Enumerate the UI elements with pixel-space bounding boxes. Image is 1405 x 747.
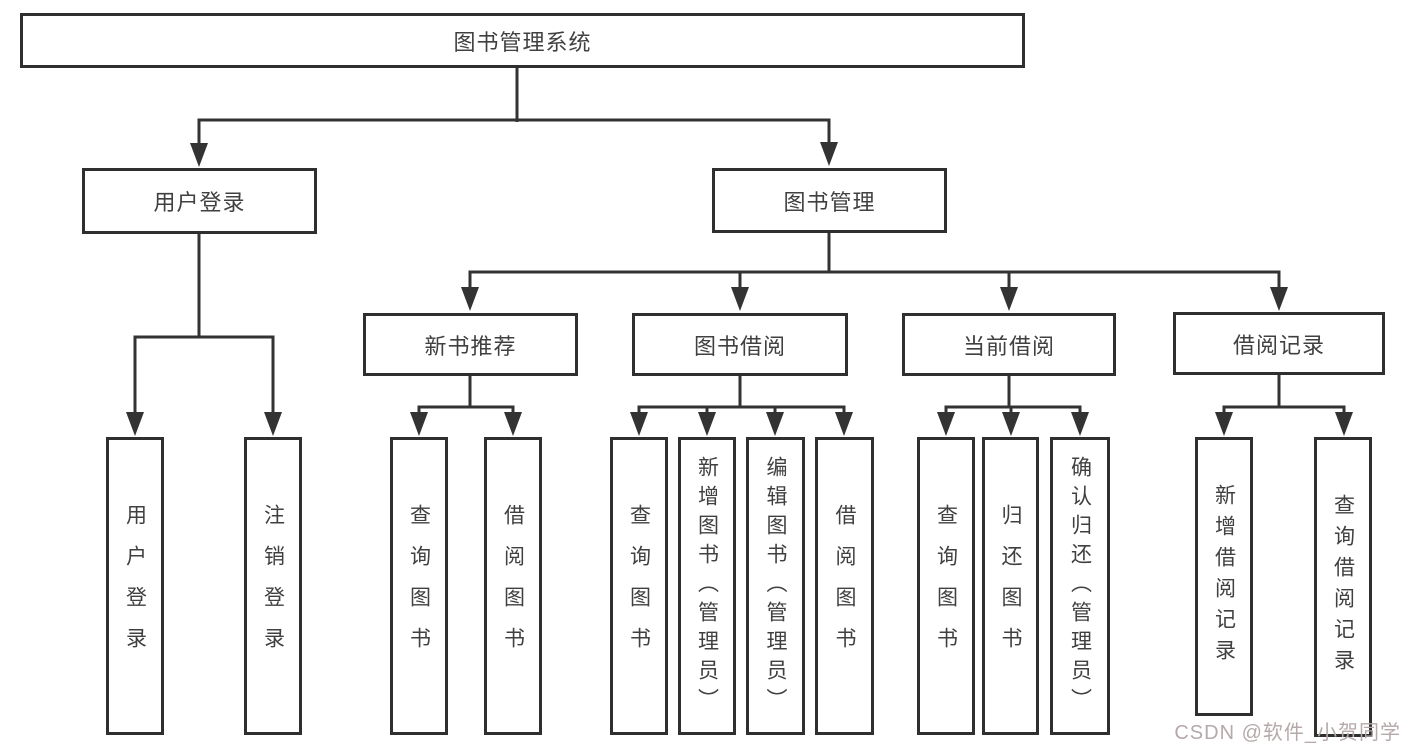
connector-new-book-children [417,376,515,414]
node-user-login-label: 用户登录 [153,190,246,215]
leaf-logout: 注销登录 [244,437,302,735]
leaf-query-books-2: 查询图书 [610,437,668,735]
node-book-borrow: 图书借阅 [632,313,848,376]
node-book-borrow-label: 图书借阅 [693,333,786,359]
leaf-borrow-books-1: 借阅图书 [484,437,542,735]
leaf-borrow-books-2: 借阅图书 [815,437,874,735]
node-new-book-recommend: 新书推荐 [363,313,578,376]
leaf-return-book: 归还图书 [982,437,1039,735]
connector-book-borrow-children [637,376,846,414]
leaf-query-borrow-record: 查询借阅记录 [1314,437,1372,737]
connector-book-mgmt-children [468,233,1281,288]
leaf-user-login: 用户登录 [106,437,164,735]
node-current-borrow: 当前借阅 [902,313,1116,376]
connector-current-borrow-children [944,376,1082,414]
node-book-management-label: 图书管理 [783,189,876,215]
connector-user-login-children [133,234,275,414]
node-root-label: 图书管理系统 [453,29,592,55]
leaf-edit-book-admin: 编辑图书（管理员） [746,437,805,735]
csdn-watermark: CSDN @软件_小贺同学 [1174,722,1401,744]
arrowheads [126,142,1353,436]
node-root: 图书管理系统 [20,13,1025,68]
leaf-add-borrow-record: 新增借阅记录 [1195,437,1253,716]
leaf-confirm-return-admin: 确认归还（管理员） [1050,437,1110,735]
leaf-add-book-admin: 新增图书（管理员） [678,437,736,735]
leaf-query-books-1: 查询图书 [390,437,448,735]
node-borrow-records-label: 借阅记录 [1232,332,1325,358]
node-current-borrow-label: 当前借阅 [962,333,1055,359]
node-borrow-records: 借阅记录 [1173,312,1385,375]
node-user-login: 用户登录 [82,168,317,234]
leaf-query-books-3: 查询图书 [917,437,975,735]
node-book-management: 图书管理 [712,168,947,233]
connector-root-to-level1 [197,68,831,144]
connector-borrow-record-children [1222,375,1346,414]
node-new-book-recommend-label: 新书推荐 [424,333,517,359]
